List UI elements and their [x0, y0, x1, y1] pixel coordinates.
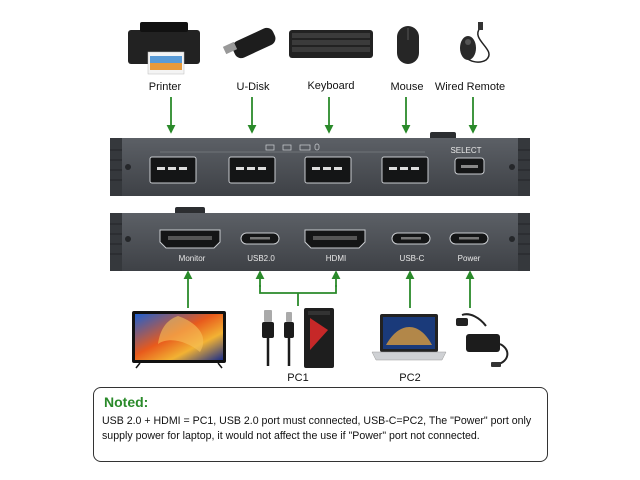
top-arrows — [166, 97, 478, 134]
mouse-icon — [397, 26, 419, 64]
wired-remote-icon — [460, 22, 490, 63]
kvm-top-panel: SELECT — [110, 132, 530, 196]
port-label-monitor: Monitor — [179, 254, 206, 263]
keyboard-label: Keyboard — [307, 80, 354, 92]
pc1-label: PC1 — [287, 372, 308, 384]
note-box: Noted: USB 2.0 + HDMI = PC1, USB 2.0 por… — [93, 387, 548, 462]
wired-remote-label: Wired Remote — [435, 81, 505, 93]
cable-icon — [262, 310, 294, 366]
printer-label: Printer — [149, 81, 182, 93]
power-adapter-icon — [456, 313, 509, 367]
kvm-bottom-panel: Monitor USB2.0 HDMI USB-C Power — [110, 207, 530, 271]
monitor-icon — [132, 311, 226, 369]
pc2-label: PC2 — [399, 372, 420, 384]
note-body: USB 2.0 + HDMI = PC1, USB 2.0 port must … — [102, 415, 532, 442]
printer-icon — [128, 22, 200, 75]
keyboard-icon — [289, 30, 373, 58]
laptop-icon — [371, 314, 447, 361]
pc-tower-icon — [304, 308, 334, 368]
select-label: SELECT — [450, 146, 481, 155]
port-label-usb20: USB2.0 — [247, 254, 275, 263]
port-label-usbc: USB-C — [400, 254, 425, 263]
port-label-power: Power — [458, 254, 481, 263]
udisk-label: U-Disk — [237, 81, 270, 93]
mouse-label: Mouse — [390, 81, 423, 93]
note-title: Noted: — [104, 394, 149, 410]
usb-drive-icon — [222, 27, 276, 59]
bottom-arrows — [183, 270, 475, 308]
port-label-hdmi: HDMI — [326, 254, 346, 263]
